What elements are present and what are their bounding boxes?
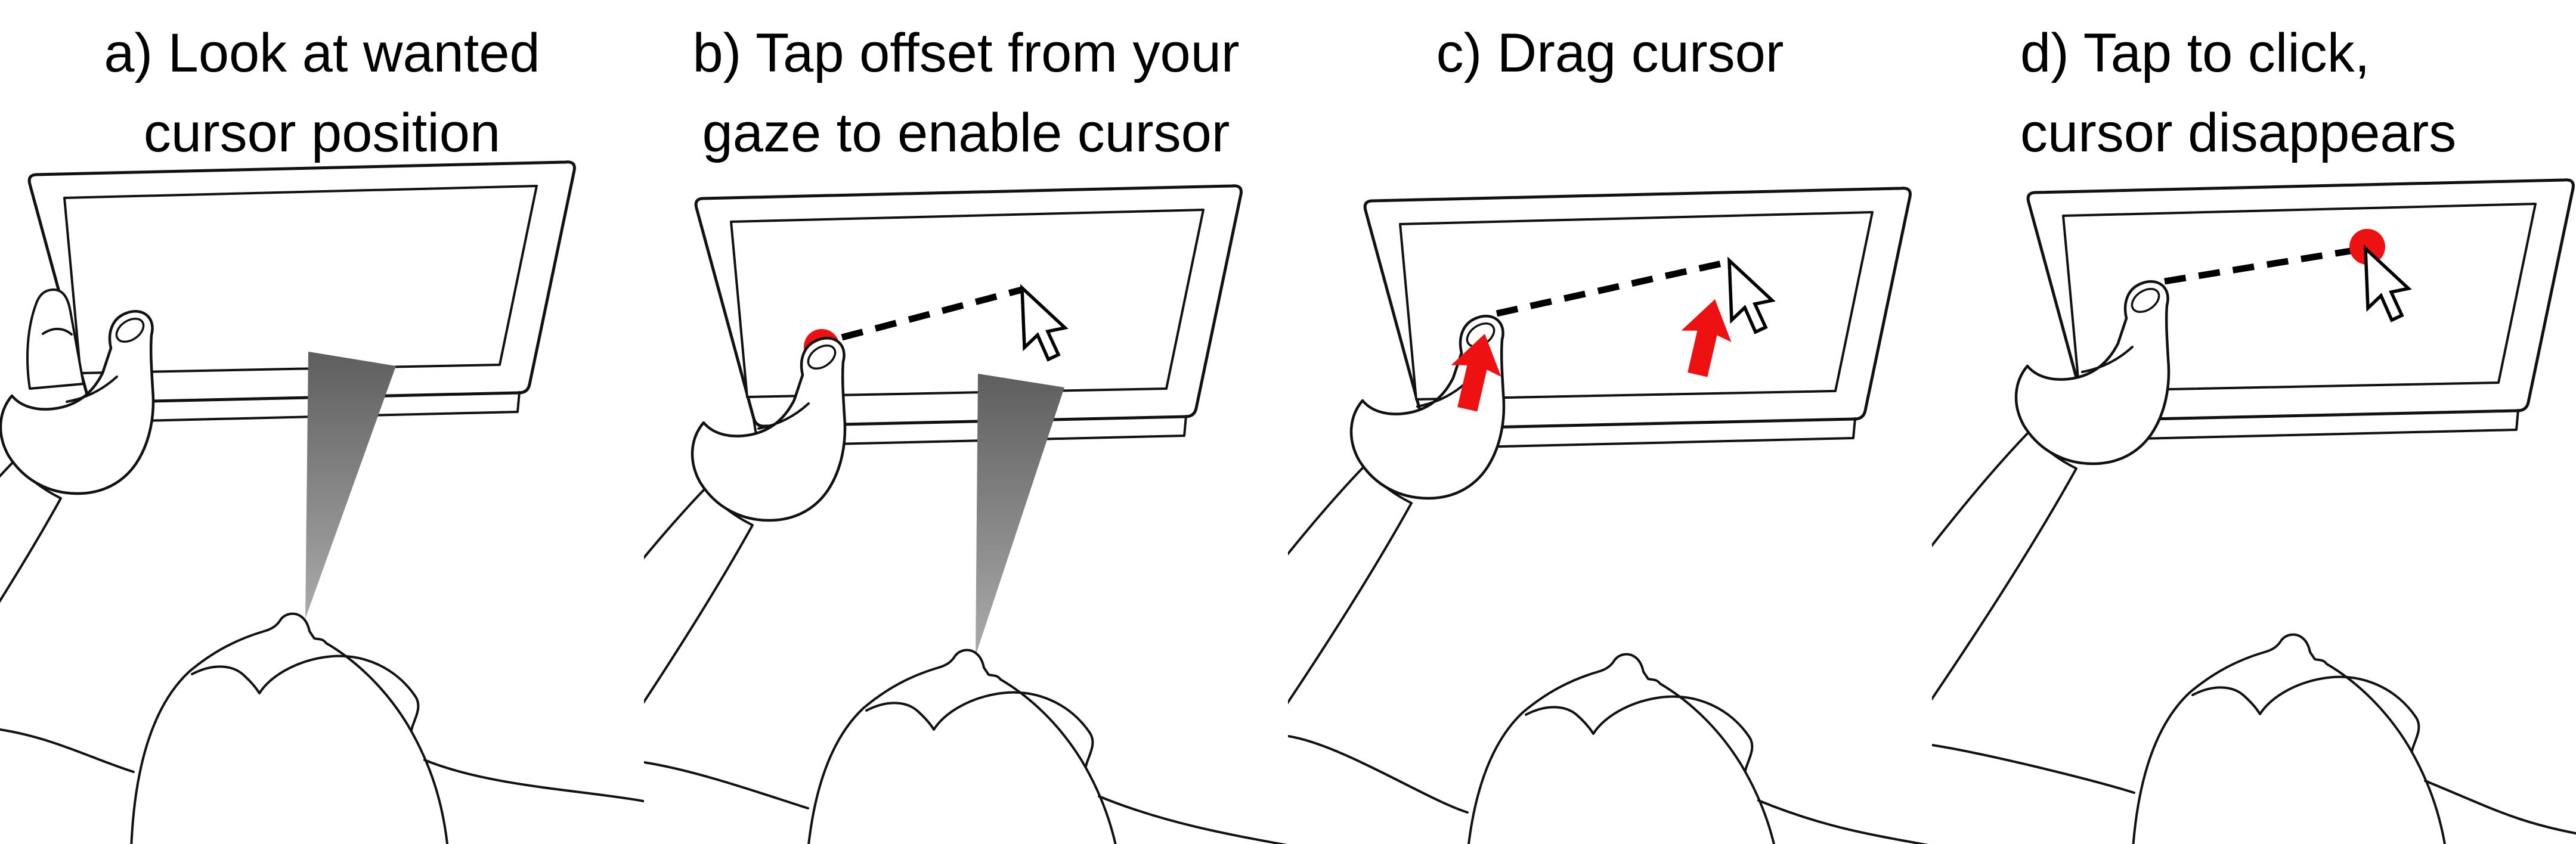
panel-b-caption: b) Tap offset from your gaze to enable c… [644, 13, 1288, 173]
panel-c-illustration [1288, 187, 1929, 844]
left-shoulder-line [1288, 735, 1469, 814]
caption-line: c) Drag cursor [1436, 23, 1784, 83]
finger-fold-line [42, 327, 73, 336]
mouse-cursor-icon [2363, 244, 2412, 322]
tablet-screen [2062, 203, 2537, 392]
cursor-touch-dot [2349, 229, 2385, 265]
gaze-cone [305, 352, 396, 619]
forearm [644, 486, 754, 704]
thumb-and-palm [0, 310, 155, 495]
thumb-and-palm [2014, 280, 2171, 466]
left-shoulder-line [0, 728, 135, 773]
panel-d-illustration [1932, 178, 2576, 844]
hairline [2191, 675, 2420, 752]
hand-touching-screen [1932, 280, 2171, 701]
index-finger [26, 288, 85, 390]
tablet [27, 160, 576, 423]
panel-d: d) Tap to click, cursor disappears [1932, 0, 2576, 844]
mouse-cursor-icon [1727, 256, 1776, 334]
tablet [2026, 178, 2575, 441]
caption-line: d) Tap to click, [2020, 23, 2370, 83]
right-shoulder-line [1757, 799, 1929, 844]
drag-arrow-icon [1451, 334, 1501, 412]
offset-dashed-line [2164, 247, 2351, 285]
thumb-crease [757, 402, 810, 430]
thumbnail [2131, 287, 2160, 314]
caption-line: cursor position [143, 103, 501, 163]
hand-holding-tablet [0, 310, 155, 603]
mouse-cursor-icon [1020, 284, 1069, 362]
panel-d-caption: d) Tap to click, cursor disappears [1932, 13, 2576, 173]
caption-line: b) Tap offset from your [692, 23, 1240, 83]
offset-dashed-line [841, 286, 1023, 341]
gaze-cone [976, 374, 1064, 656]
right-shoulder-line [1098, 795, 1288, 844]
thumbnail [115, 317, 145, 343]
left-shoulder-line [1932, 744, 2135, 794]
right-shoulder-line [2424, 780, 2576, 835]
tablet-screen [730, 209, 1205, 398]
thumb-crease [66, 376, 118, 403]
thumbnail [807, 344, 837, 370]
panel-c: c) Drag cursor [1288, 0, 1932, 844]
panel-b: b) Tap offset from your gaze to enable c… [644, 0, 1288, 844]
tablet-screen [63, 185, 538, 374]
tablet-screen [1399, 211, 1874, 401]
drag-arrow-icon [1681, 299, 1732, 377]
panel-c-caption: c) Drag cursor [1288, 13, 1932, 93]
panel-a-illustration [0, 160, 644, 844]
hand-touching-screen [644, 337, 847, 704]
head-from-behind [2132, 633, 2446, 844]
right-shoulder-line [423, 759, 644, 803]
head-from-behind [1467, 653, 1776, 844]
panel-a: a) Look at wanted cursor position [0, 0, 644, 844]
hairline [1525, 695, 1754, 772]
hairline [191, 654, 420, 731]
head-outline [2132, 633, 2446, 844]
forearm [1932, 429, 2077, 701]
panel-a-caption: a) Look at wanted cursor position [0, 13, 644, 173]
offset-dashed-line [1496, 259, 1726, 317]
head-outline [1467, 653, 1776, 844]
head-outline [130, 612, 448, 844]
forearm [1288, 464, 1413, 705]
caption-line: gaze to enable cursor [702, 103, 1230, 163]
caption-line: a) Look at wanted [104, 23, 540, 83]
tablet [694, 184, 1243, 447]
left-shoulder-line [644, 761, 809, 809]
head-outline [807, 648, 1117, 844]
thumb-and-palm [691, 337, 847, 522]
forearm [0, 459, 62, 603]
caption-line: cursor disappears [2020, 103, 2457, 163]
head-from-behind [130, 612, 448, 844]
hairline [865, 691, 1094, 768]
head-from-behind [807, 648, 1117, 844]
panel-b-illustration [644, 184, 1288, 844]
thumb-crease [2081, 346, 2134, 373]
